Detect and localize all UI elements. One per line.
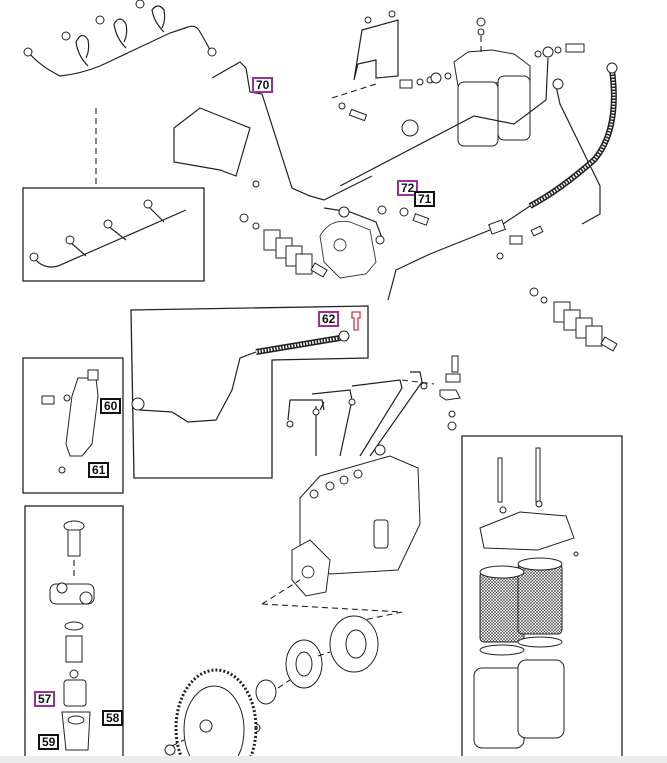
callout-60[interactable]: 60 <box>100 398 122 414</box>
injector <box>41 369 99 474</box>
bottom-scroll-strip <box>0 756 667 763</box>
lift-pump-inset-box <box>24 505 124 756</box>
banjo-bolt-62 <box>351 311 361 331</box>
callout-58[interactable]: 58 <box>102 710 124 726</box>
pump-drive-gear <box>164 615 379 756</box>
fuel-filter-assembly <box>339 17 601 225</box>
pump-bracket <box>439 355 461 431</box>
filter-bracket <box>331 10 452 137</box>
leak-off-rail-assembly <box>23 0 217 188</box>
filter-element-inset-box <box>461 435 623 756</box>
injection-pump <box>261 371 435 621</box>
callout-72[interactable]: 72 <box>397 180 419 196</box>
callout-71[interactable]: 71 <box>414 191 436 207</box>
pump-block-outline <box>319 205 430 279</box>
filter-elements <box>473 447 579 749</box>
injector-inset-box <box>22 357 124 494</box>
callout-61[interactable]: 61 <box>88 462 110 478</box>
mounting-shims-left <box>239 213 328 278</box>
lift-pump <box>49 520 95 751</box>
mounting-shims-right <box>529 287 618 352</box>
leak-off-rail-inset <box>29 199 187 268</box>
feed-pipe-inset-box <box>130 305 369 479</box>
callout-57[interactable]: 57 <box>34 691 56 707</box>
feed-pipe <box>131 311 361 423</box>
leak-off-pipe <box>173 61 373 201</box>
callout-62[interactable]: 62 <box>318 311 340 327</box>
leak-off-rail-inset-box <box>22 187 205 282</box>
callout-59[interactable]: 59 <box>38 734 60 750</box>
braided-fuel-hose <box>387 62 618 301</box>
callout-70[interactable]: 70 <box>252 77 274 93</box>
